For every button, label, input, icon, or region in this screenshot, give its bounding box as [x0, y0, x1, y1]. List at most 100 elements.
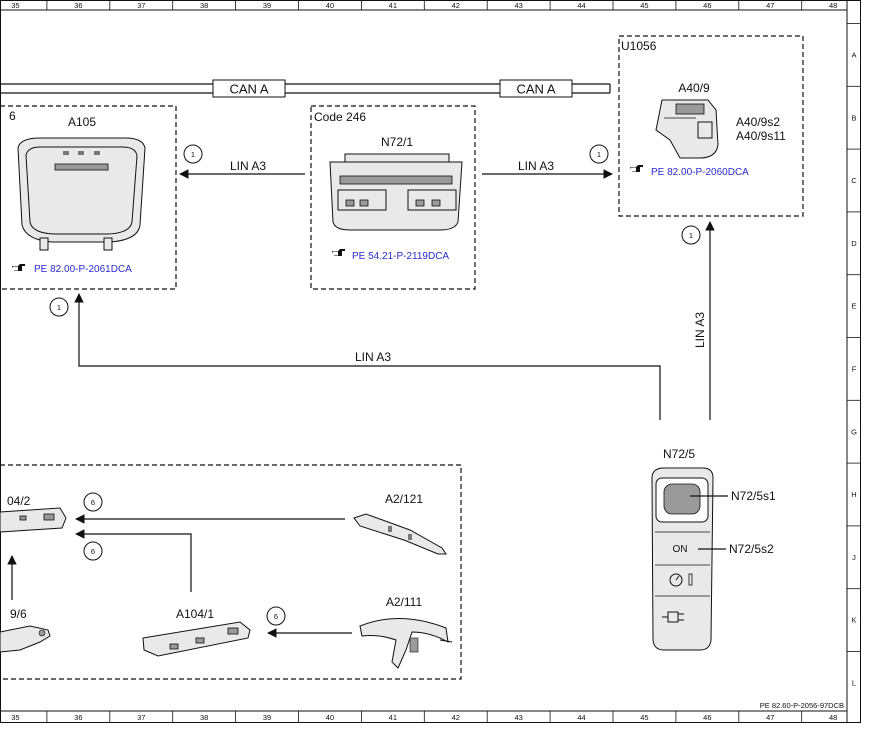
n72-5s1-label: N72/5s1 [731, 489, 776, 503]
n72-5-switch-panel [651, 467, 714, 651]
column-label: 38 [200, 713, 208, 722]
column-label: 40 [326, 1, 334, 10]
a2-121-antenna-image [353, 513, 447, 555]
code246-box [310, 105, 476, 290]
n72-1-label: N72/1 [381, 135, 413, 149]
marker-6-upper-circle [83, 492, 103, 512]
column-label: 39 [263, 1, 271, 10]
marker-1-left: 1 [191, 150, 195, 159]
column-label: 36 [74, 713, 82, 722]
code246-ref: PE 54.21-P-2119DCA [352, 251, 449, 262]
marker-1-right-circle [589, 144, 609, 164]
code246-title: Code 246 [314, 110, 366, 124]
marker-6-middle-circle [83, 541, 103, 561]
column-label: 37 [137, 1, 145, 10]
column-label: 44 [577, 713, 585, 722]
can-label-box-left [212, 79, 286, 98]
a104-1-label: A104/1 [176, 607, 214, 621]
u1056-title: U1056 [621, 39, 657, 53]
column-label: 35 [11, 713, 19, 722]
lin-label-left: LIN A3 [230, 159, 266, 173]
code246-ref-hand-icon [332, 249, 345, 256]
row-label: H [851, 490, 856, 499]
a105-ref: PE 82.00-P-2061DCA [34, 264, 132, 275]
partial-label-top: 04/2 [7, 494, 31, 508]
n72-5-label: N72/5 [663, 447, 695, 461]
n72-5s2-label: N72/5s2 [729, 542, 774, 556]
arrow-a104-1-to-partial [75, 529, 192, 592]
marker-6-upper: 6 [91, 498, 95, 507]
a40-9s11-label: A40/9s11 [736, 129, 786, 143]
row-label: A [851, 51, 856, 60]
column-label: 44 [577, 1, 585, 10]
a40-9-switch-image [655, 99, 719, 159]
a40-9-label: A40/9 [678, 81, 710, 95]
marker-1-a105: 1 [57, 303, 61, 312]
partial-module-top-image [0, 507, 67, 533]
row-label: E [851, 302, 856, 311]
row-label: C [851, 176, 857, 185]
a2-121-label: A2/121 [385, 492, 423, 506]
column-label: 38 [200, 1, 208, 10]
u1056-box [618, 35, 804, 217]
column-label: 41 [389, 1, 397, 10]
n72-1-control-panel-image [329, 153, 463, 231]
a40-9s2-label: A40/9s2 [736, 115, 780, 129]
marker-1-right: 1 [597, 150, 601, 159]
row-label: L [852, 679, 856, 688]
column-label: 43 [514, 713, 522, 722]
column-label: 46 [703, 1, 711, 10]
partial-module-bottom-image [0, 625, 51, 653]
partial-label-bottom: 9/6 [10, 607, 27, 621]
marker-1-u1056: 1 [689, 231, 693, 240]
document-id: PE 82.60-P-2056-97DCB [760, 701, 844, 710]
a105-box [0, 105, 177, 290]
can-bus: CAN A CAN A [0, 79, 611, 98]
can-label-left: CAN A [229, 82, 268, 97]
marker-6-lower-circle [266, 606, 286, 626]
lower-network-box [0, 464, 462, 680]
column-label: 40 [326, 713, 334, 722]
row-label: B [851, 113, 856, 122]
column-label: 43 [514, 1, 522, 10]
can-label-right: CAN A [516, 82, 555, 97]
lin-label-vertical: LIN A3 [693, 312, 707, 348]
frame-outer [0, 0, 861, 723]
a2-111-label: A2/111 [386, 595, 423, 609]
a104-1-module-image [142, 621, 251, 657]
marker-6-lower: 6 [274, 612, 278, 621]
column-label: 45 [640, 713, 648, 722]
a105-partial-label: 6 [9, 109, 16, 123]
row-label: K [851, 616, 856, 625]
column-label: 47 [766, 1, 774, 10]
column-label: 41 [389, 713, 397, 722]
column-label: 35 [11, 1, 19, 10]
u1056-ref: PE 82.00-P-2060DCA [651, 167, 749, 178]
column-label: 42 [452, 713, 460, 722]
a105-label: A105 [68, 115, 96, 129]
can-label-box-right [499, 79, 573, 98]
a105-ref-hand-icon [12, 264, 25, 271]
row-label: D [851, 239, 857, 248]
marker-1-u1056-circle [681, 225, 701, 245]
a105-overhead-panel-image [17, 137, 146, 251]
column-label: 48 [829, 1, 837, 10]
n72-5-on-button-label: ON [673, 544, 688, 555]
marker-6-middle: 6 [91, 547, 95, 556]
lin-label-long: LIN A3 [355, 350, 391, 364]
a2-111-antenna-image [359, 618, 453, 669]
lin-line-n72-5-to-a105 [74, 293, 661, 420]
column-label: 45 [640, 1, 648, 10]
lin-label-right: LIN A3 [518, 159, 554, 173]
column-label: 48 [829, 713, 837, 722]
column-label: 42 [452, 1, 460, 10]
row-label: F [852, 365, 857, 374]
speed-limiter-icon [669, 573, 683, 587]
column-label: 46 [703, 713, 711, 722]
marker-1-left-circle [183, 144, 203, 164]
row-label: G [851, 427, 857, 436]
distance-control-icon [662, 611, 684, 623]
u1056-ref-hand-icon [630, 165, 643, 172]
column-label: 39 [263, 713, 271, 722]
